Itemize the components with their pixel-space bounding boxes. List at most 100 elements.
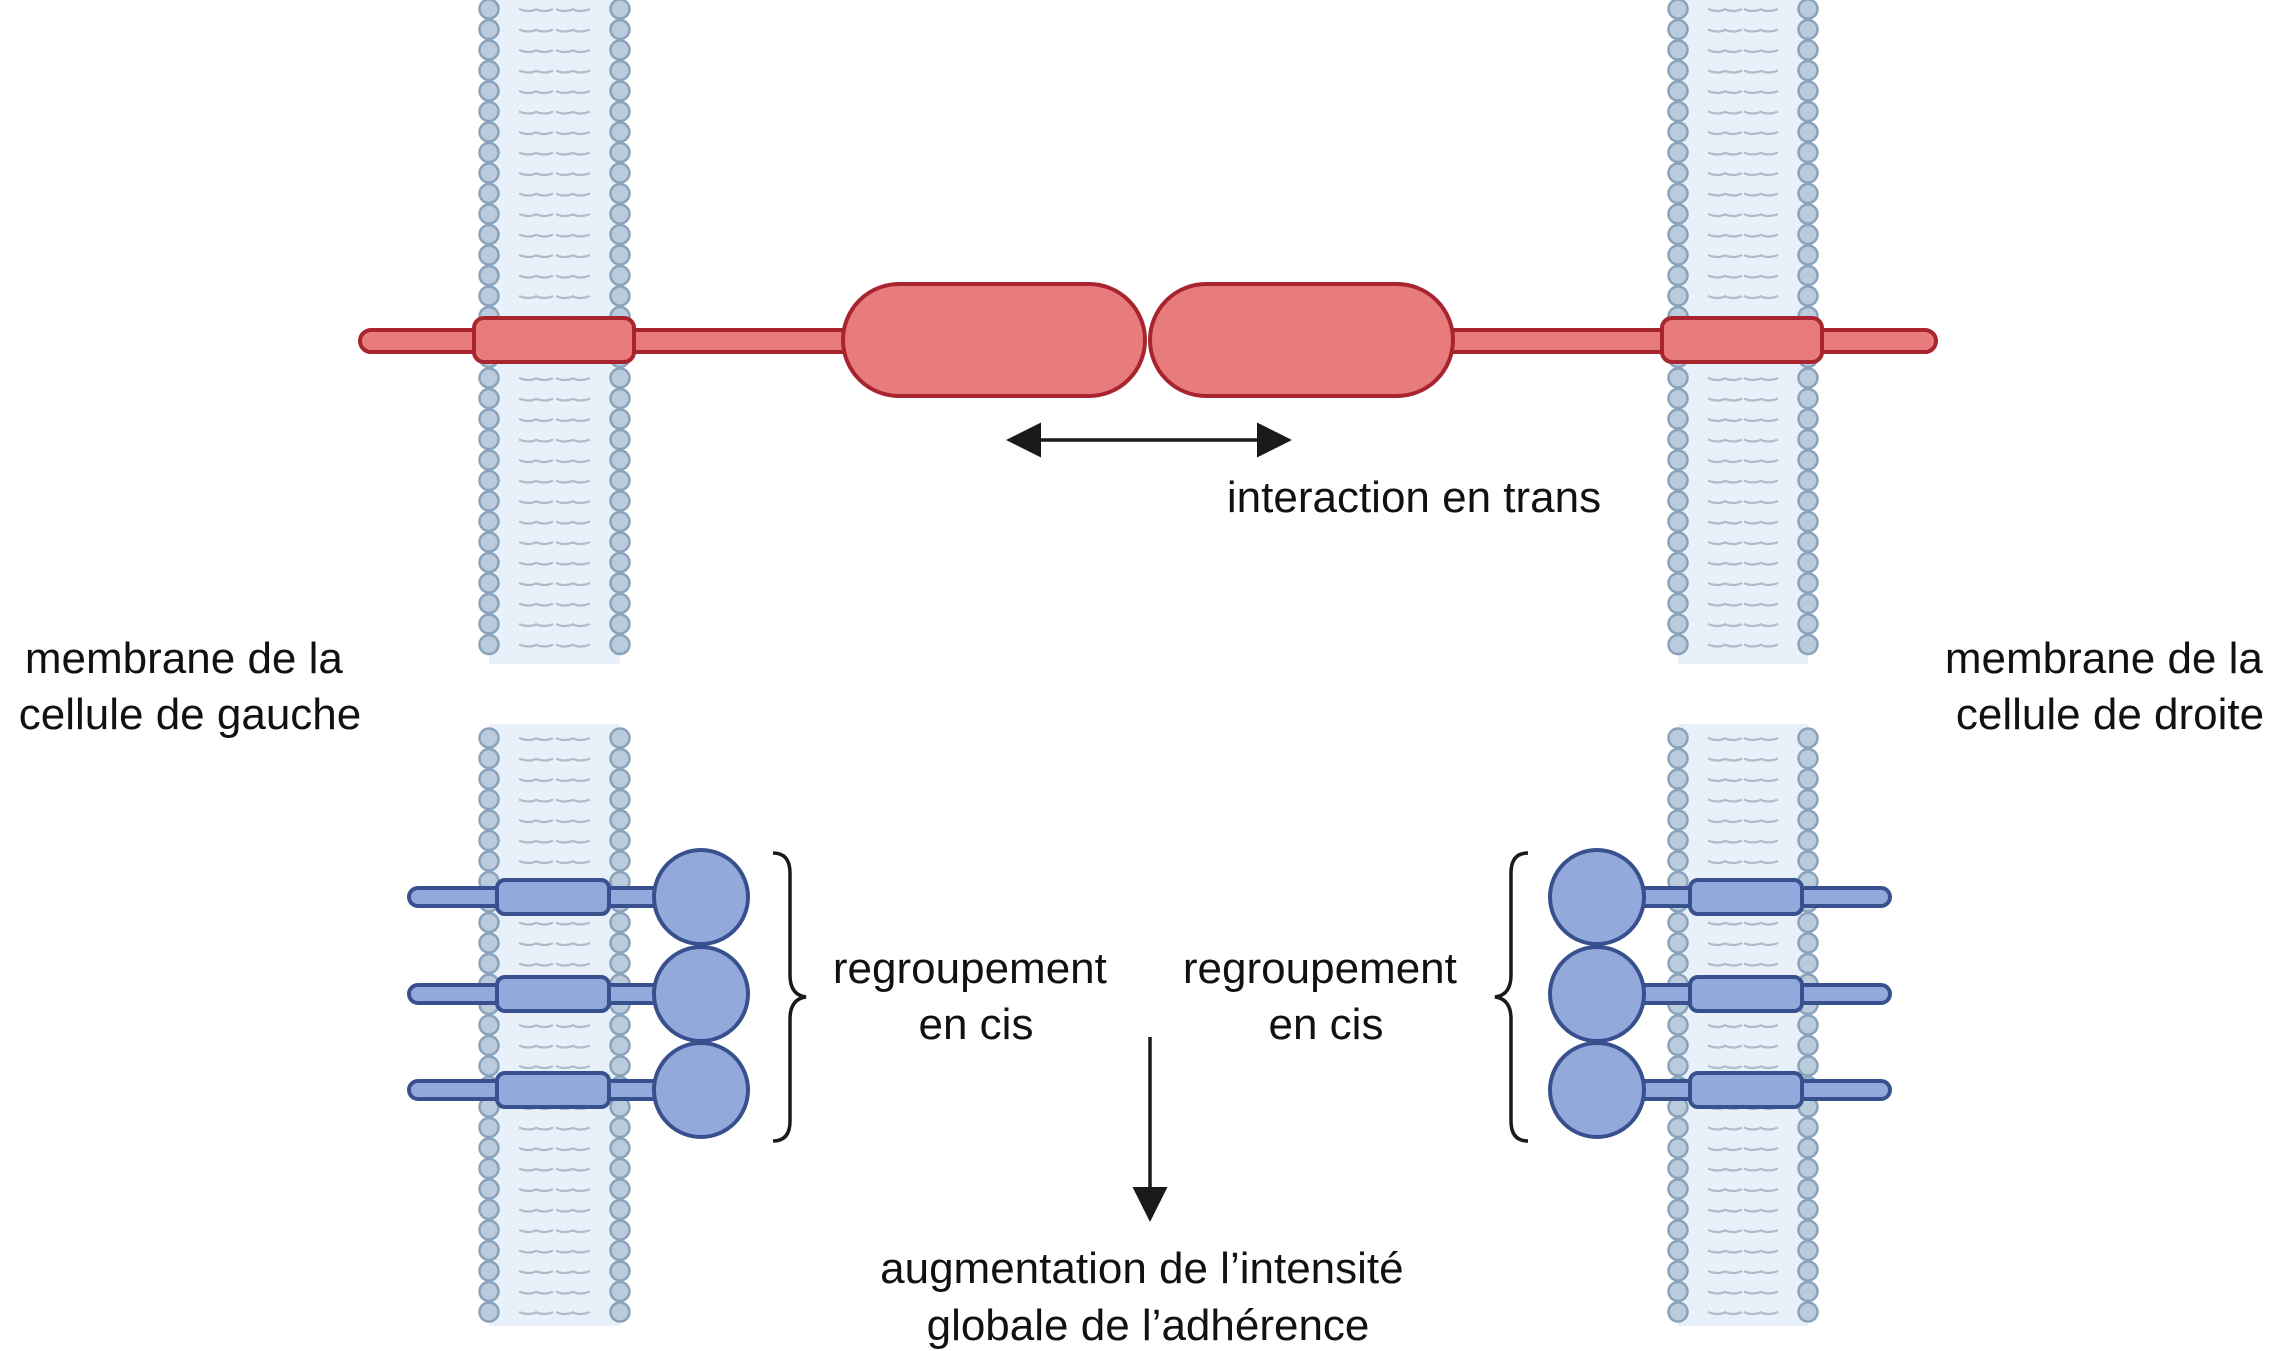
lipid-tail	[571, 212, 591, 218]
lipid-head	[609, 18, 631, 41]
lipid-tail	[534, 458, 554, 464]
lipid-head	[609, 1280, 631, 1303]
lipid-head	[609, 59, 631, 82]
lipid-tail	[1759, 171, 1779, 177]
lipid-head	[478, 1055, 500, 1077]
lipid-head	[609, 952, 631, 975]
lipid-tail	[1723, 921, 1743, 926]
lipid-tail	[534, 1310, 554, 1316]
lipid-tail	[1759, 1064, 1779, 1070]
lipid-head	[1667, 551, 1689, 574]
lipid-tail	[571, 818, 591, 824]
lipid-tail	[534, 859, 554, 865]
lipid-head	[478, 203, 500, 225]
lipid-tail	[571, 561, 591, 566]
lipid-tail	[1759, 233, 1779, 238]
lipid-tail	[571, 757, 591, 762]
lipid-tail	[571, 1044, 591, 1049]
lipid-tail	[534, 212, 554, 218]
lipid-head	[1667, 141, 1689, 164]
lipid-tail	[534, 1126, 554, 1131]
lipid-tail	[1759, 540, 1779, 546]
lipid-tail	[1759, 1310, 1779, 1316]
lipid-head	[1797, 572, 1819, 594]
lipid-head	[1797, 100, 1819, 123]
lipid-head	[1797, 613, 1819, 635]
lipid-tail	[1759, 1126, 1779, 1131]
lipid-tail	[571, 151, 591, 156]
lipid-head	[609, 100, 631, 123]
lipid-head	[1667, 829, 1689, 852]
lipid-tail	[534, 417, 554, 423]
lipid-head	[1797, 59, 1819, 82]
lipid-head	[1797, 449, 1819, 471]
cis-domain	[1548, 848, 1646, 946]
lipid-tail	[1759, 397, 1779, 402]
lipid-tail	[571, 798, 591, 803]
lipid-head	[609, 727, 631, 749]
lipid-head	[609, 264, 631, 287]
lipid-tail	[1759, 757, 1779, 762]
lipid-tail	[1723, 1310, 1743, 1316]
lipid-head	[1667, 367, 1689, 389]
lipid-tail	[571, 294, 591, 300]
lipid-tail	[1723, 839, 1743, 844]
lipid-tail	[1723, 1208, 1743, 1213]
lipid-tail	[534, 1290, 554, 1295]
lipid-head	[1667, 747, 1689, 770]
lipid-tail	[1723, 151, 1743, 156]
lipid-head	[1667, 850, 1689, 872]
lipid-head	[1667, 510, 1689, 533]
lipid-head	[1667, 428, 1689, 451]
cis-domain	[1548, 945, 1646, 1043]
trans-left-transmembrane-segment	[472, 316, 636, 364]
lipid-tail	[571, 1228, 591, 1234]
lipid-head	[1797, 367, 1819, 389]
lipid-head	[1667, 387, 1689, 410]
lipid-tail	[1759, 1023, 1779, 1029]
lipid-tail	[571, 110, 591, 115]
lipid-head	[609, 203, 631, 225]
lipid-tail	[1759, 1228, 1779, 1234]
lipid-head	[1667, 1280, 1689, 1303]
lipid-tail	[1759, 1167, 1779, 1172]
lipid-tail	[1723, 1290, 1743, 1295]
lipid-head	[1797, 932, 1819, 954]
lipid-tail	[571, 1126, 591, 1131]
trans-left-domain	[841, 282, 1147, 398]
lipid-tail	[1759, 921, 1779, 926]
lipid-head	[478, 1198, 500, 1221]
lipid-head	[609, 633, 631, 656]
lipid-tail	[1723, 736, 1743, 742]
lipid-head	[609, 285, 631, 307]
lipid-tail	[571, 7, 591, 13]
lipid-head	[609, 850, 631, 872]
lipid-tail	[571, 417, 591, 423]
lipid-head	[1667, 768, 1689, 790]
lipid-head	[478, 428, 500, 451]
lipid-tail	[1723, 417, 1743, 423]
lipid-head	[478, 1116, 500, 1139]
lipid-tail	[571, 376, 591, 382]
lipid-tail	[571, 458, 591, 464]
cis-domain	[652, 945, 750, 1043]
lipid-tail	[1723, 1167, 1743, 1172]
lipid-tail	[1759, 28, 1779, 33]
cis-transmembrane-segment	[495, 1071, 611, 1109]
lipid-tail	[534, 962, 554, 967]
lipid-head	[1797, 1137, 1819, 1159]
lipid-tail	[571, 1249, 591, 1254]
lipid-tail	[1759, 48, 1779, 54]
lipid-tail	[1759, 479, 1779, 484]
lipid-head	[478, 408, 500, 430]
lipid-tail	[1759, 1187, 1779, 1193]
lipid-tail	[1759, 1146, 1779, 1152]
lipid-head	[609, 1239, 631, 1262]
lipid-tail	[1759, 253, 1779, 259]
lipid-tail	[534, 1064, 554, 1070]
lipid-tail	[1723, 941, 1743, 947]
lipid-head	[1667, 59, 1689, 82]
lipid-head	[609, 141, 631, 164]
lipid-tail	[1723, 69, 1743, 74]
